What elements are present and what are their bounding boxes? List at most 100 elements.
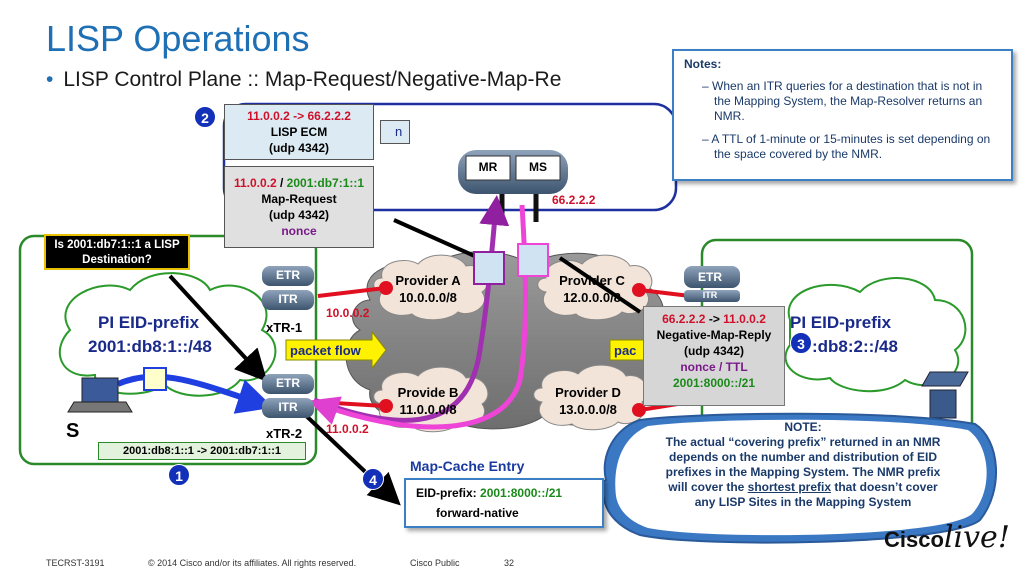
xtr2-itr-label: ITR [278,400,298,414]
note-bubble-header: NOTE: [784,420,822,434]
logo-live-text: live! [943,520,1010,555]
notes-panel: Notes: – When an ITR queries for a desti… [672,49,1013,181]
note-bubble-line1: The actual “covering prefix” returned in… [665,435,941,449]
notes-item: – When an ITR queries for a destination … [702,79,983,123]
nmr-nonce-ttl: nonce / TTL [644,359,784,375]
link-provider-c-right [639,288,691,298]
footer-classification: Cisco Public [410,558,460,568]
map-cache-box: EID-prefix: 2001:8000::/21 forward-nativ… [404,478,604,528]
step-badge-3: 3 [790,332,812,354]
xtr1-ip: 10.0.0.2 [326,306,370,320]
link-dot-13 [632,403,646,417]
laptop-icon [67,377,133,413]
map-request-dst: 2001:db7:1::1 [286,176,365,190]
note-line4-post: that doesn’t cover [831,480,938,494]
right-itr-label: ITR [702,290,718,300]
packet-flow-label-right: pac [614,343,637,358]
map-cache-action: forward-native [436,506,519,520]
ecm-address-line: 11.0.0.2 -> 66.2.2.2 [225,108,373,124]
map-request-nonce: nonce [281,224,317,238]
subtitle-text: LISP Control Plane :: Map-Request/Negati… [63,68,562,91]
ecm-port: (udp 4342) [268,141,329,155]
nmr-address-line: 66.2.2.2 -> 11.0.0.2 [644,311,784,327]
lisp-destination-question: Is 2001:db7:1::1 a LISP Destination? [44,234,190,270]
switch-icon [921,371,969,419]
note-bubble-line5: any LISP Sites in the Mapping System [694,495,912,509]
notes-item-text: When an ITR queries for a destination th… [712,79,983,123]
nmr-dst: 11.0.0.2 [723,312,766,326]
footer-page-number: 32 [504,558,515,568]
right-itr-body [684,290,740,302]
router-xtr1 [262,266,314,310]
mapping-system-label-fragment: n [380,120,410,144]
map-cache-prefix-label: EID-prefix: [416,486,477,500]
provider-c-cloud [537,254,653,321]
notes-list: – When an ITR queries for a destination … [684,79,1001,162]
mr-box [465,155,511,181]
ecm-src: 11.0.0.2 [247,109,290,123]
xtr1-name: xTR-1 [266,320,303,335]
nmr-port: (udp 4342) [683,344,744,358]
map-request-src: 11.0.0.2 [233,176,277,190]
note-bubble-line3: prefixes in the Mapping System. The NMR … [665,465,941,479]
packet-icon-magenta [517,243,549,277]
left-prefix: 2001:db8:1::/48 [88,337,212,356]
map-request-type: Map-Request [261,192,337,206]
note-line4-underlined: shortest prefix [747,480,832,494]
bullet-icon: • [46,68,54,91]
ecm-to-mr-line [393,218,489,264]
step-badge-1: 1 [168,464,190,486]
provider-a-name: Provider A [395,273,461,288]
xtr2-ip: 11.0.0.2 [326,422,369,436]
host-label: S [66,420,80,442]
nmr-nonce: nonce [680,360,716,374]
link-dot-10 [379,281,393,295]
nmr-ttl: TTL [725,360,748,374]
xtr2-itr-body [262,398,314,418]
map-resolver-ip: 66.2.2.2 [552,193,596,207]
packet-icon-host [143,367,167,391]
xtr1-itr-body [262,290,314,310]
map-request-address-line: 11.0.0.2 / 2001:db7:1::1 [225,175,373,191]
packet-flow-arrow-left [285,330,387,370]
step-badge-4: 4 [362,468,384,490]
provider-d-name: Provider D [555,385,621,400]
question-arrow [168,274,268,382]
xtr1-itr-label: ITR [278,292,298,306]
packet-icon-purple [473,251,505,285]
provider-b-prefix: 11.0.0.0/8 [399,402,457,417]
logo-cisco-text: Cisco [884,527,944,552]
step-badge-2: 2 [194,106,216,128]
router-right [684,266,740,302]
mr-label: MR [478,160,498,174]
right-prefix-label: PI EID-prefix [790,313,892,332]
negative-map-reply-box: 66.2.2.2 -> 11.0.0.2 Negative-Map-Reply … [643,306,785,406]
xtr1-etr-body [262,266,314,286]
map-request-port: (udp 4342) [268,208,329,222]
provider-d-prefix: 13.0.0.0/8 [559,402,617,417]
provider-d-cloud [533,364,649,431]
map-cache-prefix: 2001:8000::/21 [480,486,563,500]
lisp-ecm-box: 11.0.0.2 -> 66.2.2.2 LISP ECM (udp 4342) [224,104,374,160]
host-flow-box: 2001:db8:1::1 -> 2001:db7:1::1 [98,442,306,460]
map-request-sep: / [276,176,287,190]
note-bubble-text: NOTE: The actual “covering prefix” retur… [628,420,978,510]
nmr-src: 66.2.2.2 [662,312,706,326]
note-bubble-inner [615,419,987,536]
footer-copyright: © 2014 Cisco and/or its affiliates. All … [148,558,357,568]
xtr2-etr-label: ETR [276,376,300,390]
right-etr-label: ETR [698,270,722,284]
map-cache-prefix-line: EID-prefix: 2001:8000::/21 [416,486,592,500]
link-xtr1-provider-a [317,286,386,298]
provider-a-cloud [373,254,489,321]
packet-flow-label-left: packet flow [290,343,361,358]
notes-item: – A TTL of 1-minute or 15-minutes is set… [702,132,991,161]
ecm-arrow: -> [289,109,308,123]
provider-d-label: Provider D 13.0.0.0/8 [544,384,632,418]
xtr2-etr-body [262,374,314,394]
cisco-live-logo: Ciscolive! [884,520,1010,555]
right-etr-body [684,266,740,288]
provider-c-name: Provider C [559,273,625,288]
